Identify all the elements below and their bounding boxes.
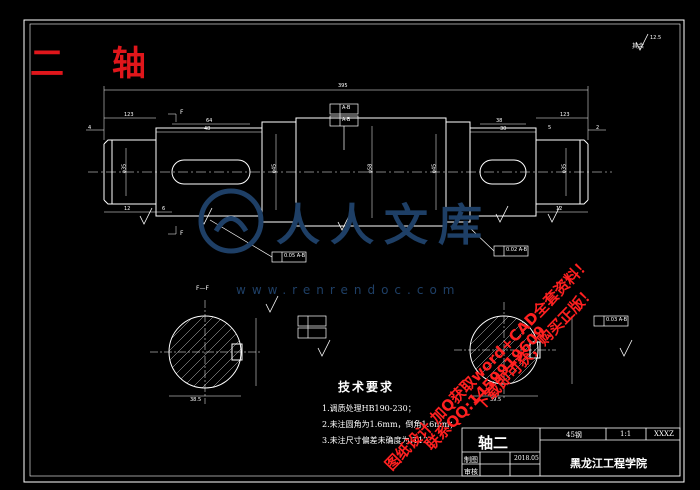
roughness-value: 12.5 <box>650 35 662 41</box>
title-block-lines <box>461 427 681 477</box>
title-block-material: 45钢 <box>566 431 582 439</box>
watermark-logo-icon <box>198 188 264 254</box>
tol-left: 0.05 A-B <box>284 253 306 259</box>
watermark: 人人文库 <box>196 176 506 266</box>
tol-right: 0.02 A-B <box>506 247 528 253</box>
dim-chamfer-right: 2 <box>596 125 600 131</box>
title-block-scale: 1:1 <box>620 430 632 438</box>
dim-dia-middle: φ58 <box>367 163 374 174</box>
cut-label-bottom: F <box>180 230 184 237</box>
dim-bottom-right: 12 <box>556 206 563 212</box>
title-block-school: 黑龙江工程学院 <box>570 457 647 470</box>
title-block-checked: 审核 <box>464 468 478 476</box>
section-dims <box>169 316 573 397</box>
keyways <box>171 159 527 185</box>
section-label: F—F <box>196 285 209 292</box>
dim-bottom-left2: 6 <box>162 206 166 212</box>
tol-section-right: 0.03 A-B <box>606 317 628 323</box>
requirement-item: 3.未注尺寸偏差未确度为IT12 <box>322 436 429 445</box>
title-block-drawn: 制图 <box>464 456 478 464</box>
dim-right-small: 5 <box>548 125 552 131</box>
dim-dia-left: φ35 <box>121 163 128 174</box>
outer-frame <box>23 19 685 483</box>
title-block-sheet: XXXZ <box>654 430 674 438</box>
roughness-other-label: 其余 <box>632 43 645 50</box>
dim-dia-right2: φ45 <box>431 163 438 174</box>
dim-dia-left2: φ45 <box>271 163 278 174</box>
dim-keyway-right: 38 <box>496 118 503 124</box>
roughness-symbols <box>139 33 649 357</box>
watermark-url: www.renrendoc.com <box>236 283 461 297</box>
dim-bottom-left: 12 <box>124 206 131 212</box>
dim-left-end: 123 <box>124 112 134 118</box>
requirement-item: 1.调质处理HB190-230； <box>322 404 416 413</box>
dim-step-left: 48 <box>204 126 211 132</box>
dim-chamfer-left: 4 <box>88 125 92 131</box>
dim-dia-right: φ35 <box>561 163 568 174</box>
dim-step-right: 30 <box>500 126 507 132</box>
drawing-title: 二 轴 <box>30 44 164 84</box>
inner-frame <box>29 23 681 477</box>
dim-overall: 395 <box>338 83 348 89</box>
dim-lines <box>86 86 606 235</box>
shaft-outline <box>103 117 589 227</box>
dim-right-end: 123 <box>560 112 570 118</box>
watermark-brand: 人人文库 <box>276 200 492 251</box>
tol-top-1: A-B <box>342 105 351 111</box>
section-ff <box>150 300 260 404</box>
requirement-item: 2.未注圆角为1.6mm，倒角1.6mm； <box>322 420 458 429</box>
requirements-title: 技术要求 <box>338 380 395 394</box>
tol-top-2: A-B <box>342 117 351 123</box>
dim-keyway-left: 64 <box>206 118 213 124</box>
title-block-part-name: 轴二 <box>478 434 509 452</box>
cut-label-top: F <box>180 109 184 116</box>
title-block-date: 2018.05 <box>514 455 539 462</box>
dim-section-right: 39.5 <box>490 397 502 403</box>
dim-section-left: 38.5 <box>190 397 202 403</box>
